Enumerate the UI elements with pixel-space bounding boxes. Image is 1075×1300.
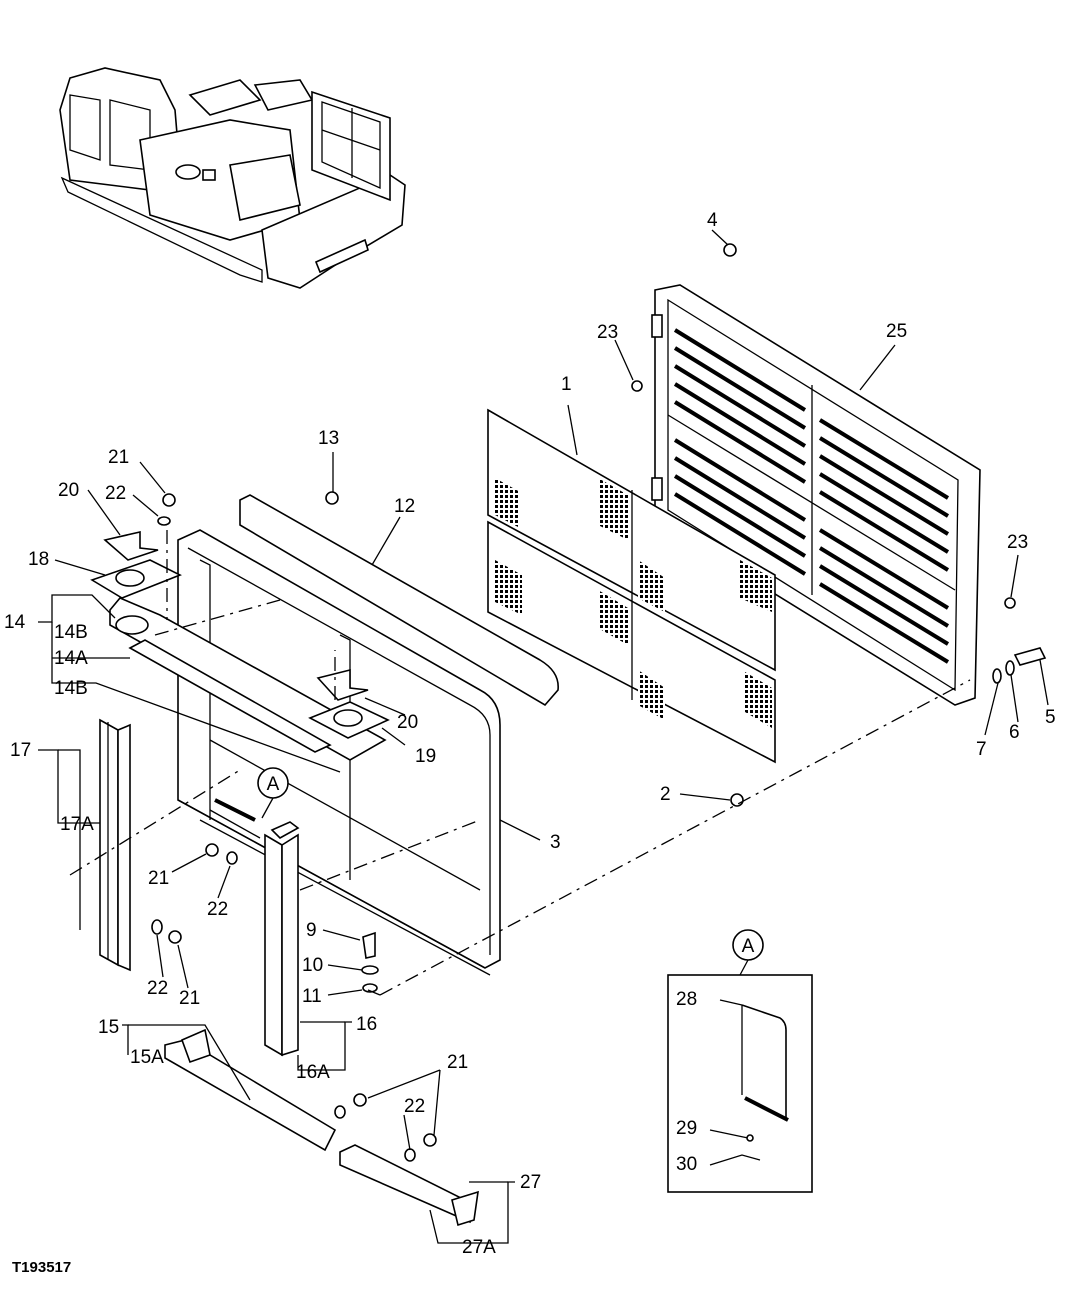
bottom-rail-27 <box>339 1144 479 1227</box>
callout-1: 1 <box>561 374 572 395</box>
callout-20-top: 20 <box>58 480 79 501</box>
callout-22-bottom: 22 <box>404 1096 425 1117</box>
callout-17: 17 <box>10 740 31 761</box>
leader-lines <box>38 229 1049 1244</box>
callout-22-top: 22 <box>105 483 126 504</box>
door-louvers <box>673 328 950 664</box>
seal-bar-12 <box>239 494 559 707</box>
callout-5: 5 <box>1045 707 1056 728</box>
figure-id: T193517 <box>12 1259 71 1276</box>
side-post-16 <box>264 821 300 1057</box>
callout-2: 2 <box>660 784 671 805</box>
callout-19: 19 <box>415 746 436 767</box>
fasteners <box>151 243 1047 1162</box>
callout-16A: 16A <box>296 1062 330 1083</box>
detail-a-inset: A <box>667 929 813 1193</box>
callout-28: 28 <box>676 989 697 1010</box>
callout-17A: 17A <box>60 814 94 835</box>
callout-15: 15 <box>98 1017 119 1038</box>
callout-14B-bottom: 14B <box>54 678 88 699</box>
assembly-center-lines <box>69 530 971 996</box>
callout-27A: 27A <box>462 1237 496 1258</box>
callout-14B-top: 14B <box>54 622 88 643</box>
callout-21-top: 21 <box>108 447 129 468</box>
callout-16: 16 <box>356 1014 377 1035</box>
bracket-14 <box>90 530 390 761</box>
callout-30: 30 <box>676 1154 697 1175</box>
callout-23-top: 23 <box>597 322 618 343</box>
callout-23-right: 23 <box>1007 532 1028 553</box>
callout-21-mid: 21 <box>148 868 169 889</box>
callout-7: 7 <box>976 739 987 760</box>
callout-14A: 14A <box>54 648 88 669</box>
callout-14: 14 <box>4 612 26 633</box>
callout-4: 4 <box>707 210 718 231</box>
callout-22-mid: 22 <box>207 899 228 920</box>
callout-27: 27 <box>520 1172 541 1193</box>
callout-20-mid: 20 <box>397 712 418 733</box>
callout-12: 12 <box>394 496 415 517</box>
callout-22-left: 22 <box>147 978 168 999</box>
callout-25: 25 <box>886 321 907 342</box>
callout-13: 13 <box>318 428 339 449</box>
callout-labels: 4 23 25 1 13 21 20 22 12 18 23 14 14B 14… <box>4 210 1056 1258</box>
bottom-rail-15 <box>164 1028 337 1152</box>
detail-a-label: A <box>742 936 755 957</box>
callout-11: 11 <box>302 986 322 1007</box>
callout-18: 18 <box>28 549 49 570</box>
callout-21-bottom: 21 <box>447 1052 468 1073</box>
door-panel-25 <box>651 284 981 706</box>
callout-21-left: 21 <box>179 988 200 1009</box>
callout-6: 6 <box>1009 722 1020 743</box>
callout-29: 29 <box>676 1118 697 1139</box>
callout-15A: 15A <box>130 1047 164 1068</box>
excavator-locator-illustration <box>59 67 406 289</box>
callout-9: 9 <box>306 920 317 941</box>
side-post-17 <box>99 718 131 972</box>
detail-marker-a-label: A <box>267 774 280 795</box>
detail-marker-a: A <box>257 767 289 819</box>
screen-1 <box>487 408 776 764</box>
callout-3: 3 <box>550 832 561 853</box>
callout-10: 10 <box>302 955 323 976</box>
